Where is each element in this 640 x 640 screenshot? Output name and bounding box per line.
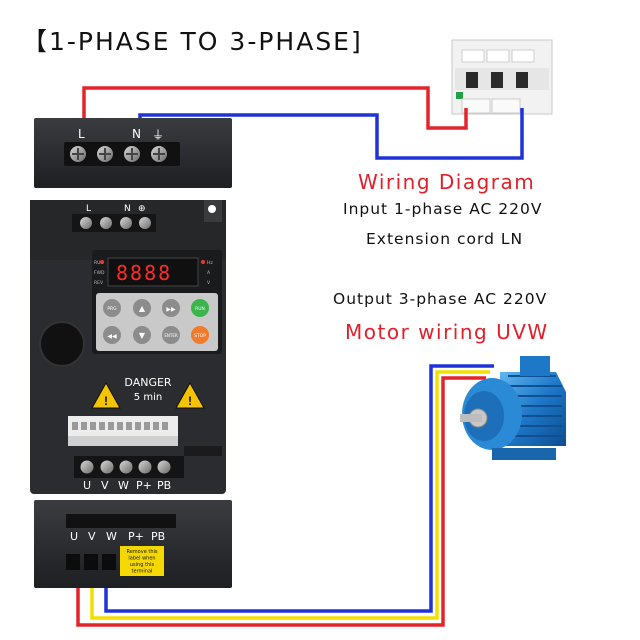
key-enter-label: ENTER (164, 333, 177, 338)
motor-icon (460, 356, 566, 460)
key-up[interactable] (133, 299, 151, 317)
wiring-diagram-title: Wiring Diagram (358, 170, 536, 194)
page-title: 【1-PHASE TO 3-PHASE] (22, 27, 363, 56)
key-stop[interactable] (191, 326, 209, 344)
svg-text:!: ! (188, 394, 192, 408)
red-wire-input (82, 86, 468, 130)
extension-cord-spec: Extension cord LN (366, 230, 524, 248)
key-shift[interactable] (103, 326, 121, 344)
sticker-line-3: using this (130, 562, 155, 568)
key-run-label: RUN (195, 306, 205, 312)
danger-title: DANGER (124, 376, 172, 389)
bottom-label-u: U (70, 530, 78, 543)
key-prg-label: PRG (107, 306, 117, 312)
bottom-label-v: V (88, 530, 96, 543)
bottom-label-w: W (106, 530, 117, 543)
top-terminal-n: N (132, 127, 141, 141)
vfd-input-ground: ⊕ (138, 204, 146, 214)
key-shift-label: ◀◀ (107, 333, 117, 340)
vfd-out-w: W (118, 479, 129, 492)
svg-text:!: ! (104, 394, 108, 408)
top-terminal-closeup: L N ⏚ (34, 118, 232, 188)
input-wires (82, 86, 524, 160)
vfd-ind-hz: Hz (207, 260, 213, 266)
vfd-ind-v: V (207, 280, 211, 286)
vfd-input-l: L (86, 204, 91, 214)
key-enter[interactable] (162, 326, 180, 344)
vfd-out-u: U (83, 479, 91, 492)
motor-wiring-title: Motor wiring UVW (345, 320, 549, 344)
key-run[interactable] (191, 299, 209, 317)
vfd-input-n: N (124, 204, 131, 214)
vfd-ind-run: RUN (94, 260, 104, 266)
vfd-ind-a: A (207, 270, 211, 276)
key-fwd-label: ▶▶ (166, 306, 176, 313)
speed-knob[interactable] (39, 321, 85, 367)
danger-label: ! ! DANGER 5 min (91, 376, 205, 409)
key-up-label: ▲ (139, 304, 146, 313)
control-terminals (72, 422, 168, 430)
output-spec: Output 3-phase AC 220V (333, 290, 548, 308)
vfd-out-v: V (101, 479, 109, 492)
key-stop-label: STOP (194, 333, 206, 339)
bottom-label-pb: PB (151, 530, 165, 543)
vfd-out-pb: PB (157, 479, 171, 492)
blue-wire-input (138, 108, 524, 160)
sticker-line-2: label when (128, 556, 155, 562)
vfd-unit: L N ⊕ 8888 RUN FWD REV Hz A V (30, 200, 226, 494)
bottom-label-pplus: P+ (128, 530, 144, 543)
vfd-display: 8888 (116, 261, 172, 285)
vfd-out-pplus: P+ (136, 479, 152, 492)
vfd-ind-rev: REV (94, 280, 104, 286)
key-down[interactable] (133, 326, 151, 344)
key-fwd[interactable] (162, 299, 180, 317)
key-prg[interactable] (103, 299, 121, 317)
yellow-wire-output (90, 370, 490, 620)
input-spec: Input 1-phase AC 220V (343, 200, 543, 218)
key-down-label: ▼ (139, 331, 146, 340)
top-terminal-l: L (78, 127, 85, 141)
vfd-ind-fwd: FWD (94, 270, 105, 276)
bottom-terminal-closeup: U V W P+ PB Remove this label when using… (34, 500, 232, 588)
blue-wire-output (104, 364, 494, 613)
danger-time: 5 min (134, 392, 162, 403)
top-terminal-ground: ⏚ (152, 128, 164, 142)
red-wire-output (76, 376, 486, 627)
output-wires (76, 364, 494, 627)
circuit-breaker (451, 39, 553, 115)
sticker-line-1: Remove this (126, 549, 157, 555)
sticker-line-4: terminal (132, 569, 153, 575)
